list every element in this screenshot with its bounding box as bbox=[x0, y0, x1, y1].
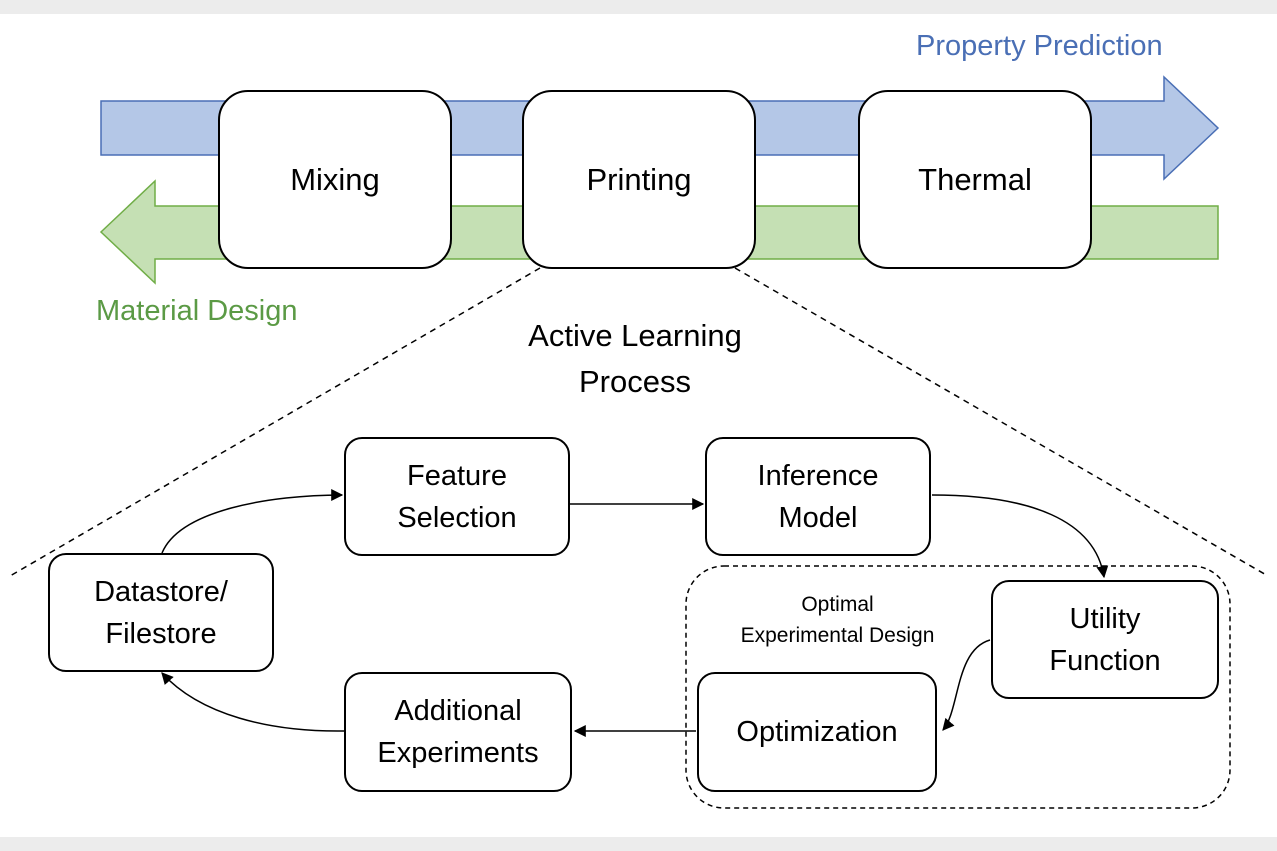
arrow-experiments-to-datastore bbox=[161, 672, 345, 732]
node-additional-experiments-line2: Experiments bbox=[377, 737, 539, 769]
node-feature-selection: Feature Selection bbox=[344, 437, 570, 556]
node-inference-model-line1: Inference bbox=[757, 459, 879, 492]
active-learning-title-line1: Active Learning bbox=[528, 318, 742, 353]
node-additional-experiments: Additional Experiments bbox=[344, 672, 572, 792]
stage-printing: Printing bbox=[522, 90, 756, 269]
node-datastore-line2: Filestore bbox=[105, 617, 217, 650]
stage-thermal-label: Thermal bbox=[918, 161, 1032, 197]
node-inference-model-line2: Model bbox=[778, 501, 858, 534]
node-utility-function-line1: Utility bbox=[1069, 602, 1141, 635]
stage-printing-label: Printing bbox=[586, 161, 692, 197]
node-datastore-line1: Datastore/ bbox=[94, 575, 228, 608]
arrow-inference-to-utility bbox=[931, 494, 1109, 579]
node-feature-selection-line1: Feature bbox=[407, 459, 507, 492]
oed-label: Optimal Experimental Design bbox=[710, 589, 965, 651]
arrow-utility-to-optimization bbox=[942, 639, 991, 731]
node-utility-function-line2: Function bbox=[1049, 644, 1161, 677]
active-learning-title-line2: Process bbox=[579, 364, 691, 399]
node-feature-selection-line2: Selection bbox=[397, 501, 517, 534]
node-inference-model: Inference Model bbox=[705, 437, 931, 556]
stage-mixing-label: Mixing bbox=[290, 161, 380, 197]
property-prediction-label: Property Prediction bbox=[916, 30, 1163, 62]
oed-label-line2: Experimental Design bbox=[740, 624, 935, 647]
zoom-line-left bbox=[9, 267, 541, 577]
material-design-label: Material Design bbox=[96, 295, 298, 327]
oed-label-line1: Optimal bbox=[801, 593, 874, 616]
oed-container bbox=[685, 565, 1231, 809]
stage-mixing: Mixing bbox=[218, 90, 452, 269]
node-datastore: Datastore/ Filestore bbox=[48, 553, 274, 672]
node-additional-experiments-line1: Additional bbox=[394, 695, 522, 727]
arrow-datastore-to-feature bbox=[161, 489, 344, 554]
node-optimization: Optimization bbox=[697, 672, 937, 792]
zoom-line-right bbox=[734, 267, 1269, 577]
active-learning-title: Active Learning Process bbox=[480, 313, 790, 405]
stage-thermal: Thermal bbox=[858, 90, 1092, 269]
node-optimization-line1: Optimization bbox=[736, 716, 898, 748]
node-utility-function: Utility Function bbox=[991, 580, 1219, 699]
